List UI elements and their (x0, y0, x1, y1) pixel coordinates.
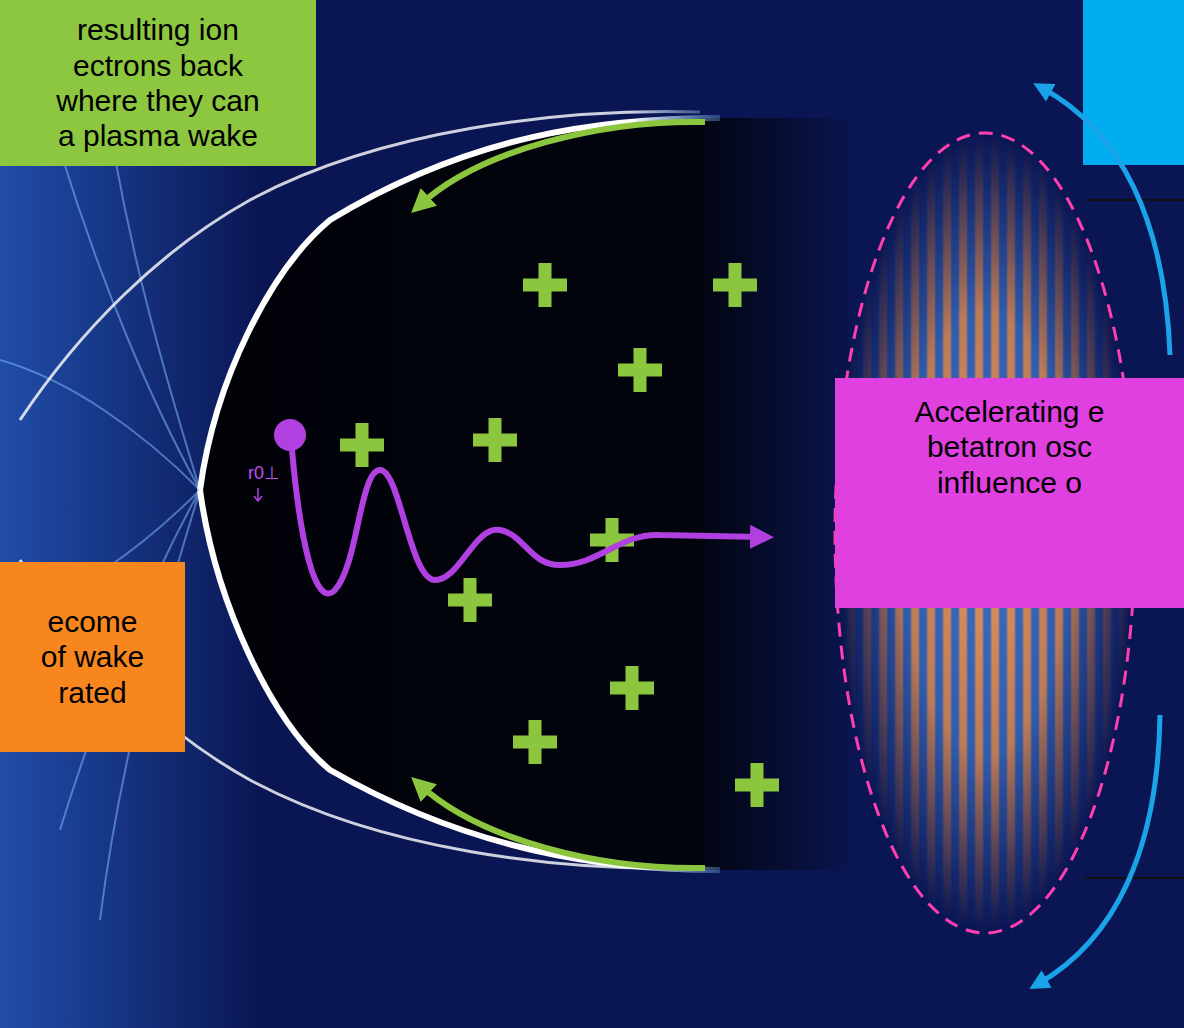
ion-cavity (200, 118, 860, 870)
radius-tick (254, 488, 262, 501)
callout-text: resulting ion ectrons back where they ca… (50, 12, 266, 154)
flow-arrow (1042, 88, 1170, 355)
electron-stream (0, 360, 200, 490)
sheath-lines (20, 112, 720, 870)
callout-box: Accelerating e betatron osc influence o (835, 378, 1184, 608)
betatron-trajectory (292, 450, 762, 593)
electron-streams (0, 60, 200, 920)
electron-stream (60, 150, 200, 490)
sheath-line (200, 118, 720, 490)
return-arrow (420, 785, 705, 868)
electron-dot (274, 419, 306, 451)
return-arrow (420, 122, 705, 205)
callout-box: resulting ion ectrons back where they ca… (0, 0, 316, 166)
radius-label: r0⊥ (248, 462, 280, 484)
flow-arrow (1038, 715, 1160, 984)
corner-box (1083, 0, 1184, 165)
callout-text: ecome of wake rated (36, 604, 150, 710)
sheath-line (200, 490, 720, 870)
callout-box: ecome of wake rated (0, 562, 185, 752)
callout-text: Accelerating e betatron osc influence o (897, 394, 1122, 500)
